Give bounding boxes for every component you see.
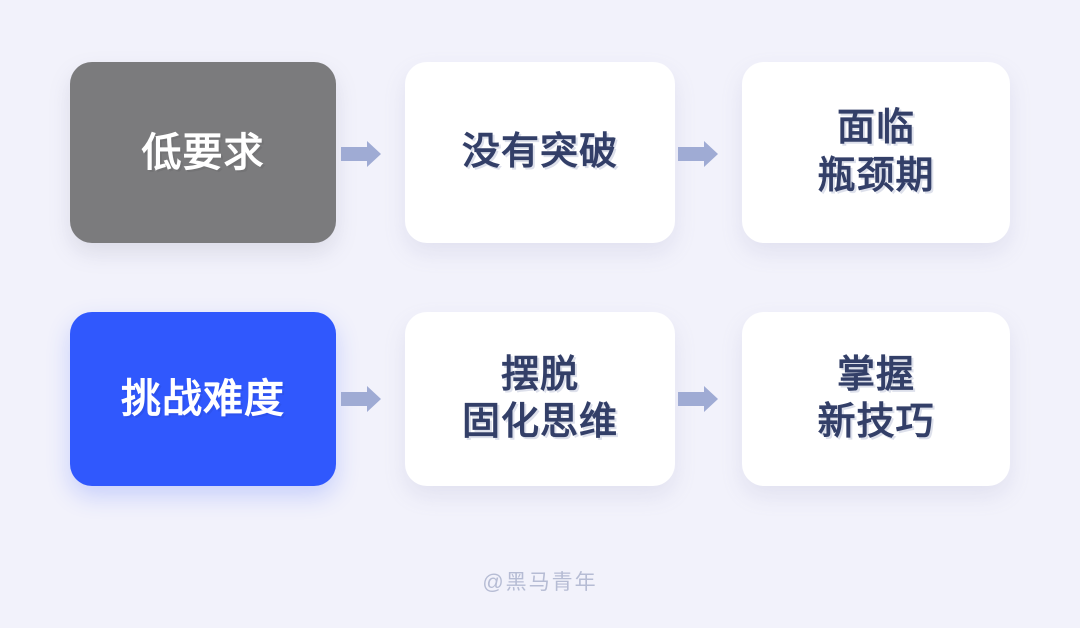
flow-row-low-requirement: 低要求 没有突破 面临 瓶颈期 — [0, 62, 1080, 243]
card-challenge-difficulty-label: 挑战难度 — [121, 377, 285, 421]
arrow-right-icon — [678, 386, 718, 412]
card-low-requirement-label: 低要求 — [141, 130, 265, 175]
watermark: @黑马青年 — [482, 571, 598, 594]
card-bottleneck-label: 面临 瓶颈期 — [817, 107, 935, 197]
card-break-fixed-mindset[interactable]: 摆脱 固化思维 — [405, 312, 675, 486]
card-master-new-skills-label: 掌握 新技巧 — [817, 353, 935, 444]
arrow-right-icon — [341, 141, 381, 167]
arrow-right-icon — [678, 141, 718, 167]
card-master-new-skills[interactable]: 掌握 新技巧 — [742, 312, 1010, 486]
card-low-requirement[interactable]: 低要求 — [70, 62, 336, 243]
card-break-fixed-mindset-label: 摆脱 固化思维 — [461, 353, 618, 444]
flow-row-challenge-difficulty: 挑战难度 摆脱 固化思维 掌握 新技巧 — [0, 312, 1080, 486]
card-no-breakthrough-label: 没有突破 — [461, 130, 618, 173]
card-no-breakthrough[interactable]: 没有突破 — [405, 62, 675, 243]
arrow-right-icon — [341, 386, 381, 412]
card-challenge-difficulty[interactable]: 挑战难度 — [70, 312, 336, 486]
card-bottleneck[interactable]: 面临 瓶颈期 — [742, 62, 1010, 243]
